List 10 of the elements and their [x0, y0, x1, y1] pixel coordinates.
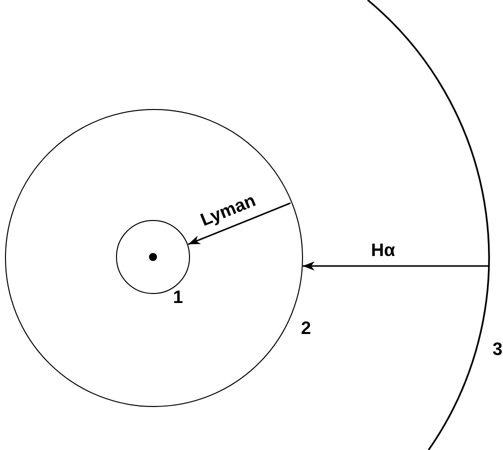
- orbit-arc: [366, 0, 490, 450]
- nucleus-dot: [148, 252, 157, 261]
- arrow: [188, 202, 291, 245]
- orbit-number: 1: [173, 288, 183, 306]
- orbit-number: 2: [301, 319, 311, 337]
- orbit-number: 3: [492, 340, 502, 358]
- edge-label: Hα: [370, 241, 396, 259]
- arrow: [302, 262, 489, 270]
- edge-label: Lyman: [198, 190, 258, 230]
- orbit-circle: [5, 109, 303, 407]
